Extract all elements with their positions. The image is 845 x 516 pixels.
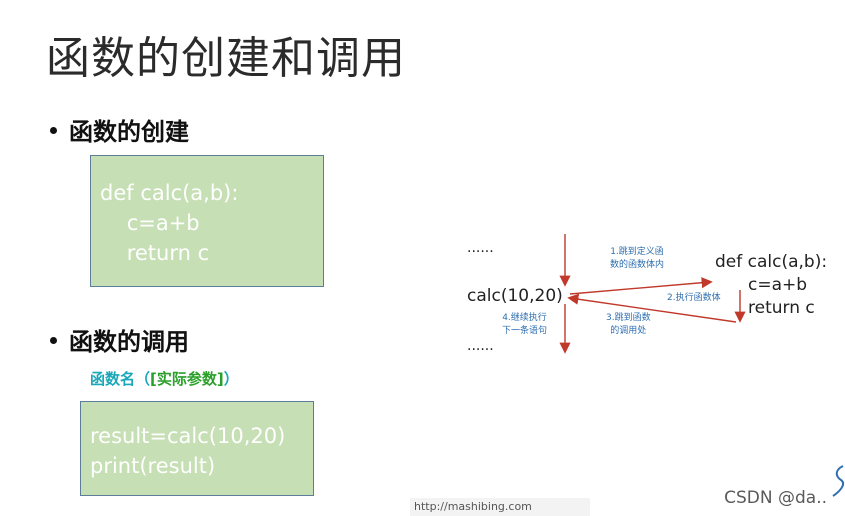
code-line: result=calc(10,20) <box>90 424 286 448</box>
body-line: c=a+b <box>748 275 808 295</box>
step2-annotation: 2.执行函数体 <box>667 293 721 303</box>
note-prefix: 函数名（ <box>90 370 151 388</box>
step3-annotation: 3.跳到函数 的调用处 <box>606 313 651 336</box>
bullet-create-label: 函数的创建 <box>69 118 189 146</box>
dots-bottom: ...... <box>467 338 494 354</box>
code-line: print(result) <box>90 454 216 478</box>
dots-top: ...... <box>467 240 494 256</box>
bullet-call-label: 函数的调用 <box>69 328 189 356</box>
footer-url: http://mashibing.com <box>410 498 590 516</box>
side-logo-icon <box>832 465 845 497</box>
call-syntax-note: 函数名（[实际参数]） <box>90 368 239 389</box>
step1-annotation: 1.跳到定义函 数的函数体内 <box>610 247 665 270</box>
bullet-dot <box>50 336 57 344</box>
slide-title: 函数的创建和调用 <box>46 33 406 84</box>
flow-arrows <box>559 234 746 354</box>
code-box-create: def calc(a,b): c=a+b return c <box>90 155 324 287</box>
return-line: return c <box>748 298 815 318</box>
def-line: def calc(a,b): <box>715 252 828 272</box>
bullet-call: 函数的调用 <box>50 322 189 357</box>
code-line: def calc(a,b): <box>100 181 239 205</box>
step4-annotation: 4.继续执行 下一条语句 <box>502 313 548 336</box>
arrow-step-3 <box>567 293 737 323</box>
code-box-call: result=calc(10,20) print(result) <box>80 401 314 496</box>
arrow-step-1 <box>569 277 713 295</box>
csdn-watermark: CSDN @da.. <box>724 488 827 508</box>
note-suffix: ） <box>223 370 239 388</box>
note-bracket: [实际参数] <box>150 370 224 388</box>
bullet-create: 函数的创建 <box>50 112 189 147</box>
code-line: return c <box>100 241 210 265</box>
bullet-dot <box>50 126 57 134</box>
code-line: c=a+b <box>100 211 200 235</box>
call-flow-diagram: ...... calc(10,20) ...... def calc(a,b):… <box>460 228 840 368</box>
call-expression: calc(10,20) <box>467 286 563 306</box>
